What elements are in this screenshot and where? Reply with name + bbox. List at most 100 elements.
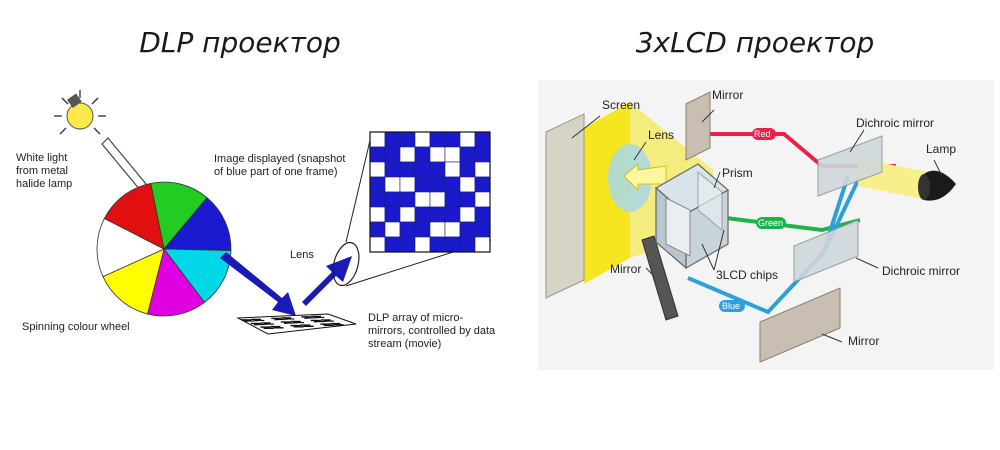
micromirror bbox=[288, 315, 298, 317]
micromirror bbox=[263, 327, 274, 329]
micromirror bbox=[241, 319, 252, 321]
dichroic-top-label: Dichroic mirror bbox=[856, 116, 934, 130]
micromirror bbox=[257, 325, 268, 327]
micromirror bbox=[300, 320, 311, 322]
image-pixel bbox=[384, 176, 401, 193]
wheel-segment bbox=[103, 182, 165, 250]
image-pixel bbox=[429, 191, 446, 208]
dlp-diagram: White light from metal halide lamp Image… bbox=[6, 80, 496, 370]
micromirror bbox=[270, 321, 281, 324]
image-pixel bbox=[414, 236, 431, 253]
image-pixel bbox=[459, 161, 476, 178]
micromirror bbox=[280, 325, 291, 327]
image-pixel bbox=[474, 176, 491, 193]
micromirror bbox=[277, 320, 288, 322]
image-pixel bbox=[459, 146, 476, 163]
image-pixel bbox=[474, 161, 491, 178]
dlp-diagram-svg bbox=[54, 90, 492, 335]
image-pixel bbox=[369, 191, 386, 208]
micromirror bbox=[343, 323, 354, 325]
micromirror bbox=[303, 325, 314, 327]
image-pixel bbox=[429, 131, 446, 148]
micromirror bbox=[314, 316, 325, 319]
micromirror bbox=[313, 325, 324, 327]
dlp-micromirror-array bbox=[236, 313, 357, 335]
micromirror bbox=[281, 317, 292, 319]
blue-beam-label: Blue bbox=[722, 301, 741, 311]
micromirror bbox=[270, 325, 281, 328]
micromirror bbox=[333, 324, 344, 326]
micromirror bbox=[294, 317, 305, 320]
green-beam-label: Green bbox=[758, 218, 784, 228]
mirror-bottom-label: Mirror bbox=[848, 334, 880, 348]
micromirror bbox=[297, 319, 308, 321]
image-pixel bbox=[429, 221, 446, 238]
image-pixel bbox=[384, 146, 401, 163]
colour-wheel bbox=[96, 181, 232, 317]
image-pixel bbox=[474, 221, 491, 238]
micromirror bbox=[330, 318, 341, 321]
image-pixel bbox=[399, 131, 416, 148]
wheel-segment bbox=[147, 248, 206, 317]
image-pixel bbox=[459, 221, 476, 238]
micromirror bbox=[327, 317, 338, 319]
image-pixel bbox=[444, 191, 461, 208]
micromirror bbox=[321, 315, 332, 317]
micromirror bbox=[277, 324, 288, 326]
micromirror bbox=[248, 317, 258, 319]
dlp-lens-label: Lens bbox=[290, 249, 314, 261]
micromirror bbox=[334, 320, 344, 322]
micromirror bbox=[244, 320, 255, 322]
image-pixel bbox=[474, 146, 491, 163]
dichroic-bottom-label: Dichroic mirror bbox=[882, 264, 960, 278]
image-pixel bbox=[474, 206, 491, 223]
micromirror bbox=[307, 322, 318, 325]
micromirror bbox=[323, 324, 334, 326]
image-pixel bbox=[369, 161, 386, 178]
micromirror bbox=[257, 321, 268, 323]
output-arrow bbox=[623, 163, 667, 191]
image-pixel bbox=[399, 221, 416, 238]
image-pixel bbox=[369, 131, 386, 148]
blue-beam-out bbox=[302, 256, 352, 306]
red-beam-label: Red bbox=[754, 129, 771, 139]
dlp-title: DLP проектор bbox=[139, 26, 341, 59]
prism-label: Prism bbox=[722, 166, 753, 180]
micromirror bbox=[294, 322, 304, 324]
image-pixel bbox=[474, 191, 491, 208]
image-pixel bbox=[369, 176, 386, 193]
image-displayed-label: Image displayed (snapshot of blue part o… bbox=[214, 153, 346, 178]
micromirror bbox=[307, 318, 318, 320]
image-pixel bbox=[429, 236, 446, 253]
micromirror bbox=[284, 322, 294, 324]
mirror-bottom bbox=[759, 287, 841, 363]
micromirror bbox=[260, 322, 271, 324]
image-pixel bbox=[414, 206, 431, 223]
micromirror bbox=[273, 327, 284, 329]
projected-image-grid bbox=[369, 131, 491, 253]
image-pixel bbox=[429, 206, 446, 223]
wheel-segment bbox=[150, 181, 208, 250]
wheel-segment bbox=[163, 197, 232, 252]
lcd-title: 3xLCD проектор bbox=[635, 26, 875, 59]
micromirror bbox=[324, 320, 334, 322]
white-light-label: White light from metal halide lamp bbox=[16, 152, 73, 190]
image-pixel bbox=[459, 236, 476, 253]
yellow-projection-beam bbox=[584, 102, 630, 284]
blue-beam-in bbox=[220, 252, 296, 316]
micromirror bbox=[340, 322, 351, 324]
micromirror bbox=[274, 323, 284, 325]
dlp-lens bbox=[332, 241, 360, 287]
image-pixel bbox=[384, 191, 401, 208]
micromirror bbox=[290, 324, 301, 327]
screen bbox=[545, 113, 585, 299]
mirror-left-label: Mirror bbox=[610, 262, 642, 276]
lcd-lens-label: Lens bbox=[648, 128, 675, 142]
micromirror bbox=[264, 319, 275, 321]
image-pixel bbox=[459, 191, 476, 208]
image-pixel bbox=[369, 206, 386, 223]
dichroic-mirror-bottom bbox=[793, 219, 859, 283]
micromirror bbox=[320, 319, 331, 321]
image-pixel bbox=[429, 161, 446, 178]
image-pixel bbox=[459, 206, 476, 223]
